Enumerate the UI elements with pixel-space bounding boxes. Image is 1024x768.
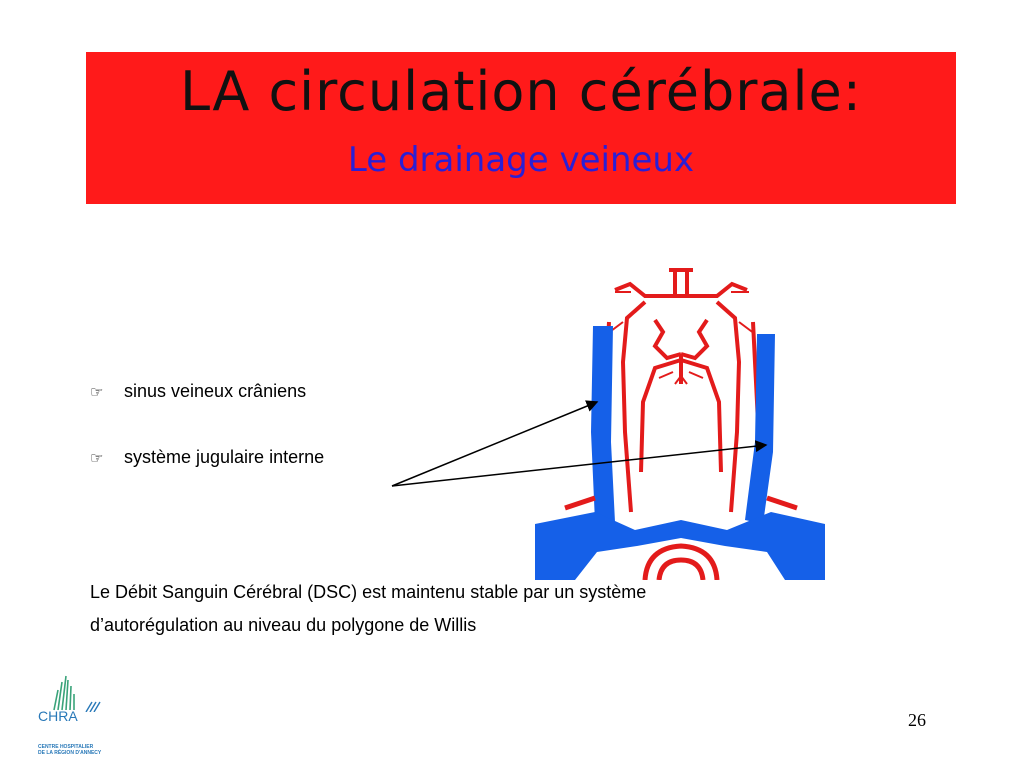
logo-name: CHRA	[38, 708, 78, 724]
page-number: 26	[908, 710, 926, 730]
paragraph-line: Le Débit Sanguin Cérébral (DSC) est main…	[90, 582, 647, 602]
pointing-hand-icon: ☞	[90, 449, 104, 467]
slide-title: LA circulation cérébrale:	[180, 60, 862, 123]
bullet-label: sinus veineux crâniens	[124, 381, 307, 401]
bullet-item: ☞ système jugulaire interne	[90, 447, 324, 468]
cerebral-circulation-illustration	[535, 268, 825, 580]
bullet-label: système jugulaire interne	[124, 447, 325, 467]
slide-subtitle: Le drainage veineux	[347, 140, 695, 180]
bullet-item: ☞ sinus veineux crâniens	[90, 381, 306, 402]
body-paragraph: Le Débit Sanguin Cérébral (DSC) est main…	[90, 576, 850, 642]
title-banner: LA circulation cérébrale: Le drainage ve…	[86, 52, 956, 204]
logo-mark-icon	[53, 675, 101, 713]
chra-logo: CHRA CENTRE HOSPITALIER DE LA RÉGION D'A…	[34, 672, 114, 762]
logo-subtitle: CENTRE HOSPITALIER DE LA RÉGION D'ANNECY	[38, 744, 102, 756]
pointing-hand-icon: ☞	[90, 383, 104, 401]
paragraph-line: d’autorégulation au niveau du polygone d…	[90, 615, 477, 635]
